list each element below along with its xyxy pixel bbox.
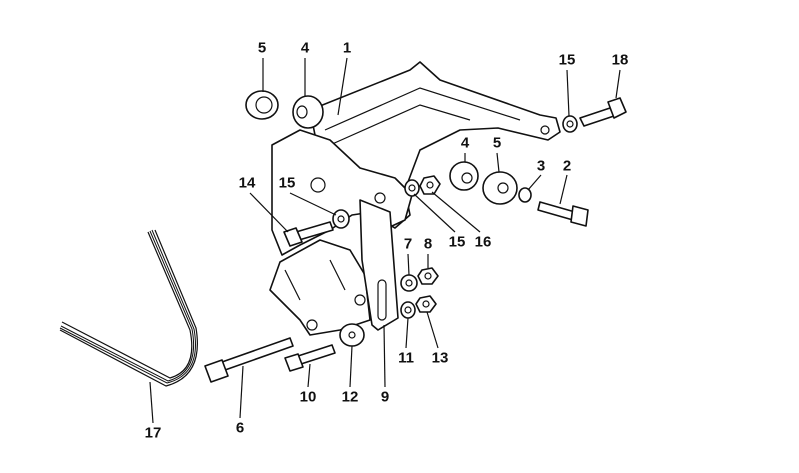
washer-15-mid	[404, 179, 420, 197]
callout-14[interactable]: 14	[238, 174, 256, 192]
bolt-18	[579, 97, 627, 127]
callout-4[interactable]: 4	[460, 134, 470, 152]
washer-11	[400, 301, 416, 319]
callout-7[interactable]: 7	[403, 235, 413, 253]
bushing-5-top	[245, 90, 279, 120]
washer-12	[339, 323, 365, 347]
bolt-2	[537, 201, 589, 227]
washer-3	[518, 187, 532, 203]
washer-15-right	[562, 115, 578, 133]
callout-13[interactable]: 13	[431, 349, 449, 367]
bushing-4-top	[292, 95, 324, 129]
washer-15-left	[332, 209, 350, 229]
callout-15[interactable]: 15	[278, 174, 296, 192]
callout-1[interactable]: 1	[342, 39, 352, 57]
nut-13	[415, 295, 437, 313]
callout-15[interactable]: 15	[558, 51, 576, 69]
callout-6[interactable]: 6	[235, 419, 245, 437]
leader-lines	[149, 57, 621, 424]
callout-11[interactable]: 11	[398, 349, 414, 367]
callout-3[interactable]: 3	[536, 157, 546, 175]
callout-4[interactable]: 4	[300, 39, 310, 57]
v-belt	[59, 229, 198, 387]
nut-16	[419, 175, 441, 195]
mounting-bracket	[269, 61, 561, 336]
callout-12[interactable]: 12	[341, 388, 359, 406]
callout-9[interactable]: 9	[380, 388, 390, 406]
washer-7	[400, 274, 418, 292]
bushing-4-right	[449, 161, 479, 191]
callout-8[interactable]: 8	[423, 235, 433, 253]
bushing-5-right	[482, 171, 518, 205]
callout-5[interactable]: 5	[257, 39, 267, 57]
callout-10[interactable]: 10	[299, 388, 317, 406]
bolt-6	[204, 337, 294, 383]
callout-15[interactable]: 15	[448, 233, 466, 251]
callout-5[interactable]: 5	[492, 134, 502, 152]
callout-18[interactable]: 18	[611, 51, 629, 69]
bolt-10	[284, 344, 336, 372]
bolt-14	[283, 221, 334, 247]
nut-8	[417, 267, 439, 285]
callout-16[interactable]: 16	[474, 233, 492, 251]
callout-2[interactable]: 2	[562, 157, 572, 175]
callout-17[interactable]: 17	[144, 424, 162, 442]
